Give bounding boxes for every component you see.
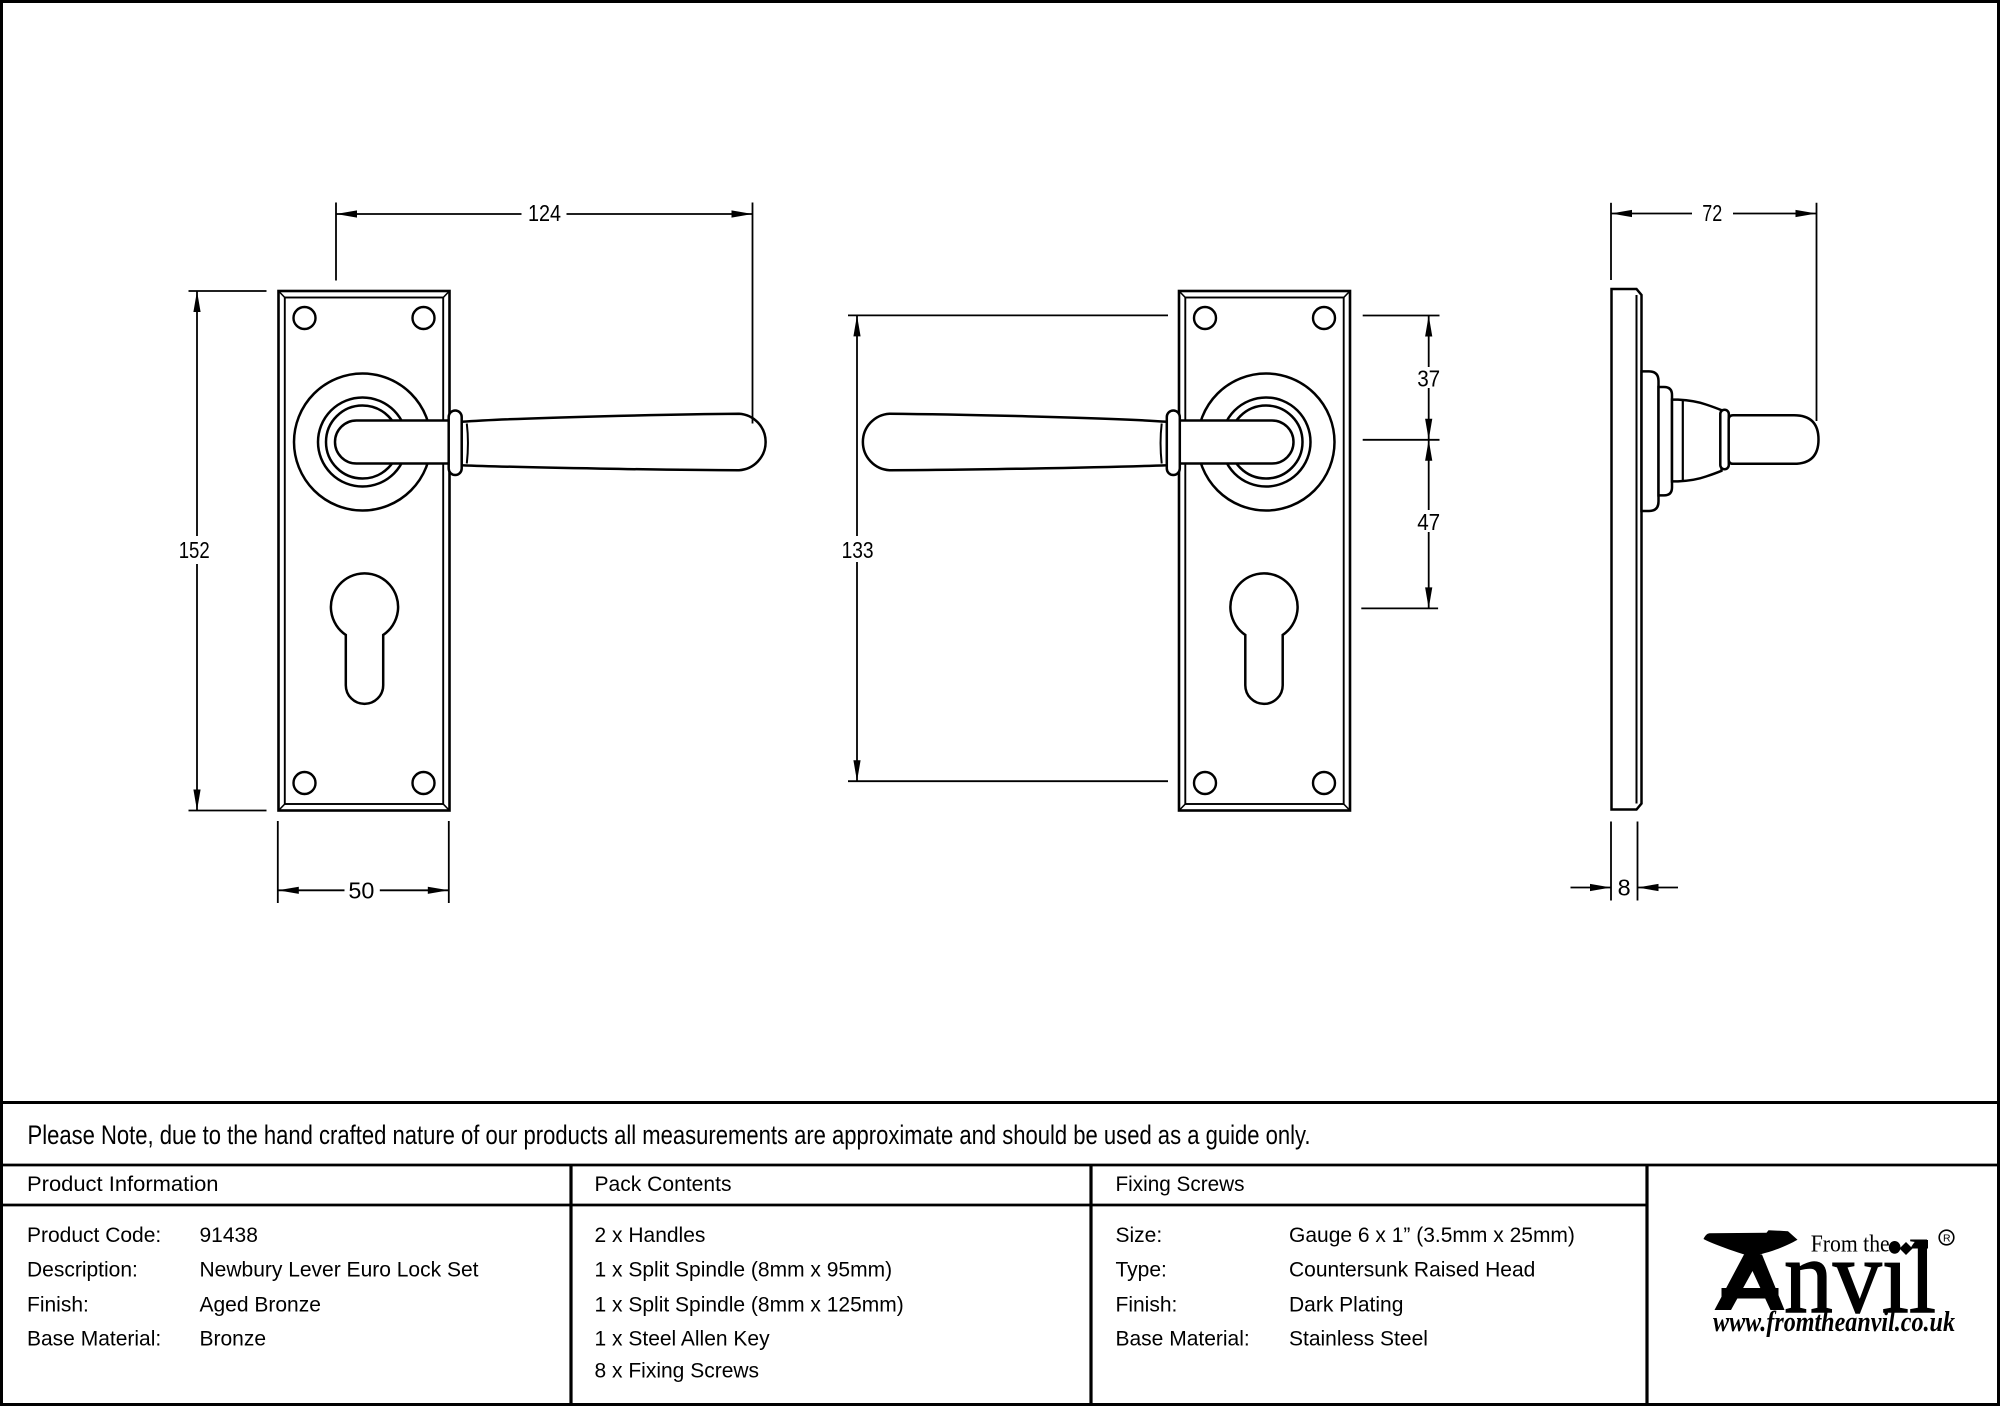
svg-text:Type:: Type: [1116,1259,1167,1282]
svg-text:72: 72 [1702,200,1722,226]
svg-text:152: 152 [179,537,210,563]
svg-text:1 x Steel Allen Key: 1 x Steel Allen Key [595,1328,771,1351]
svg-text:Bronze: Bronze [200,1328,267,1351]
svg-text:Please Note, due to the hand c: Please Note, due to the hand crafted nat… [28,1120,1311,1150]
svg-text:Finish:: Finish: [1116,1293,1178,1316]
svg-text:Aged Bronze: Aged Bronze [200,1293,321,1316]
svg-text:Description:: Description: [27,1259,138,1282]
svg-text:Fixing Screws: Fixing Screws [1116,1173,1245,1196]
svg-text:Product Information: Product Information [27,1173,219,1196]
svg-text:www.fromtheanvil.co.uk: www.fromtheanvil.co.uk [1713,1306,1955,1338]
svg-text:Newbury Lever Euro Lock Set: Newbury Lever Euro Lock Set [200,1259,479,1282]
svg-text:91438: 91438 [200,1224,258,1247]
svg-text:1 x Split Spindle (8mm x 125mm: 1 x Split Spindle (8mm x 125mm) [595,1293,904,1316]
svg-text:Dark Plating: Dark Plating [1289,1293,1403,1316]
svg-text:R: R [1943,1233,1951,1245]
svg-text:Product Code:: Product Code: [27,1224,161,1247]
svg-text:133: 133 [842,537,874,563]
svg-text:Finish:: Finish: [27,1293,89,1316]
svg-text:From the: From the [1811,1232,1890,1258]
svg-text:Countersunk Raised Head: Countersunk Raised Head [1289,1259,1535,1282]
svg-text:Gauge 6 x 1” (3.5mm x 25mm): Gauge 6 x 1” (3.5mm x 25mm) [1289,1224,1575,1247]
svg-text:124: 124 [528,200,561,226]
svg-text:37: 37 [1417,366,1440,392]
svg-text:2 x Handles: 2 x Handles [595,1224,706,1247]
svg-text:Base Material:: Base Material: [1116,1328,1250,1351]
svg-text:50: 50 [348,878,374,904]
svg-text:8 x Fixing Screws: 8 x Fixing Screws [595,1360,760,1383]
svg-text:Size:: Size: [1116,1224,1163,1247]
svg-text:Base Material:: Base Material: [27,1328,161,1351]
svg-text:Stainless Steel: Stainless Steel [1289,1328,1428,1351]
svg-text:1 x Split Spindle (8mm x 95mm): 1 x Split Spindle (8mm x 95mm) [595,1259,893,1282]
svg-text:47: 47 [1417,509,1440,535]
svg-text:Pack Contents: Pack Contents [595,1173,732,1196]
svg-text:8: 8 [1618,875,1631,901]
